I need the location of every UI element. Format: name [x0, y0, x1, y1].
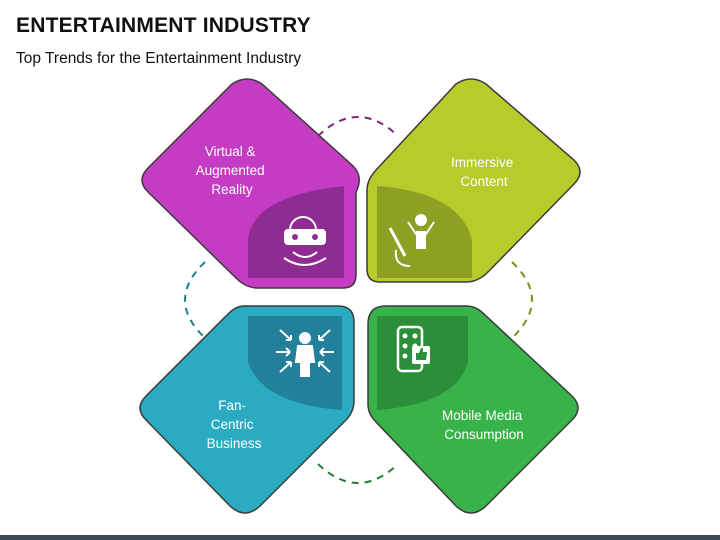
trend-tile-vr-ar: Virtual & Augmented Reality — [141, 78, 360, 289]
connector-left — [184, 261, 206, 339]
bottom-bar — [0, 535, 720, 540]
label-vr-ar: Virtual & Augmented Reality — [196, 144, 269, 197]
connector-bottom — [317, 463, 399, 484]
trend-tile-mobile-media: Mobile Media Consumption — [367, 305, 579, 514]
motion-capture-icon — [388, 214, 435, 267]
trend-tile-fan-centric: Fan- Centric Business — [139, 305, 355, 514]
dashed-connectors — [184, 116, 533, 484]
vr-headset-icon — [283, 216, 327, 266]
label-immersive: Immersive Content — [451, 155, 517, 189]
label-mobile-media: Mobile Media Consumption — [442, 408, 526, 442]
trend-tile-immersive: Immersive Content — [366, 78, 581, 283]
mobile-thumbs-up-icon — [396, 325, 430, 373]
connector-right — [511, 261, 533, 339]
label-fan-centric: Fan- Centric Business — [207, 398, 262, 451]
connector-top — [317, 116, 399, 137]
page-subtitle: Top Trends for the Entertainment Industr… — [16, 50, 302, 67]
page-title: ENTERTAINMENT INDUSTRY — [16, 14, 311, 37]
person-arrows-icon — [276, 329, 334, 377]
